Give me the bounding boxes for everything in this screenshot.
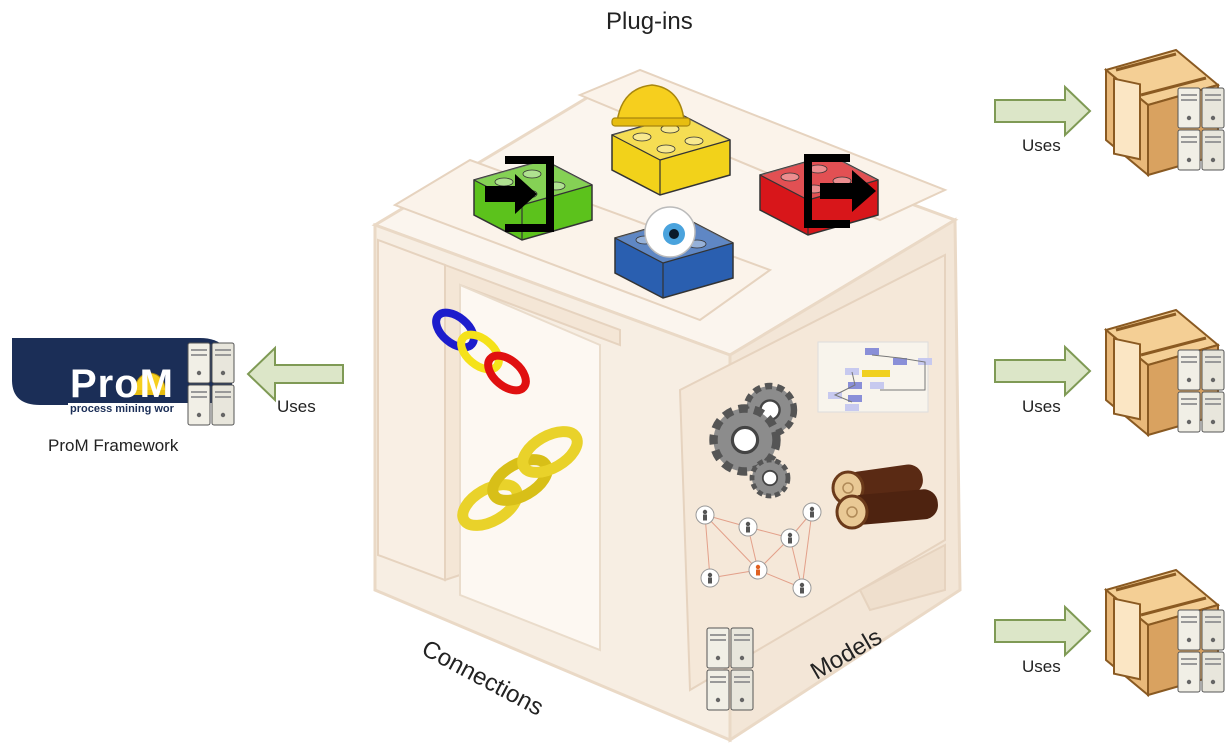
prom-logo-tagline: process mining wor xyxy=(70,403,174,415)
process-model-icon xyxy=(817,341,932,413)
uses-label-left: Uses xyxy=(277,397,316,416)
export-arrow-icon xyxy=(804,154,876,228)
plug-ins-label: Plug-ins xyxy=(606,8,693,35)
prom-framework-caption: ProM Framework xyxy=(48,436,179,455)
uses-arrow-right-2 xyxy=(994,344,1092,398)
prom-hard-hat-icon xyxy=(132,372,169,395)
uses-arrow-right-3 xyxy=(994,604,1092,658)
crate-icon-1 xyxy=(1104,48,1220,177)
crate-icon-2 xyxy=(1104,308,1220,437)
hard-hat-icon xyxy=(611,84,691,127)
prom-logo-text: ProM xyxy=(70,362,174,406)
colored-chain-icon xyxy=(432,308,530,395)
uses-label-right-2: Uses xyxy=(1022,397,1061,416)
logs-icon xyxy=(831,464,938,530)
network-nodes xyxy=(695,502,822,598)
uses-arrow-right-1 xyxy=(994,84,1092,138)
eyeball-icon xyxy=(644,206,696,258)
uses-arrow-left xyxy=(246,345,344,403)
crate-icon-3 xyxy=(1104,568,1220,697)
gold-chain-icon xyxy=(457,426,583,531)
import-arrow-icon xyxy=(485,156,554,232)
uses-label-right-3: Uses xyxy=(1022,657,1061,676)
uses-label-right-1: Uses xyxy=(1022,136,1061,155)
